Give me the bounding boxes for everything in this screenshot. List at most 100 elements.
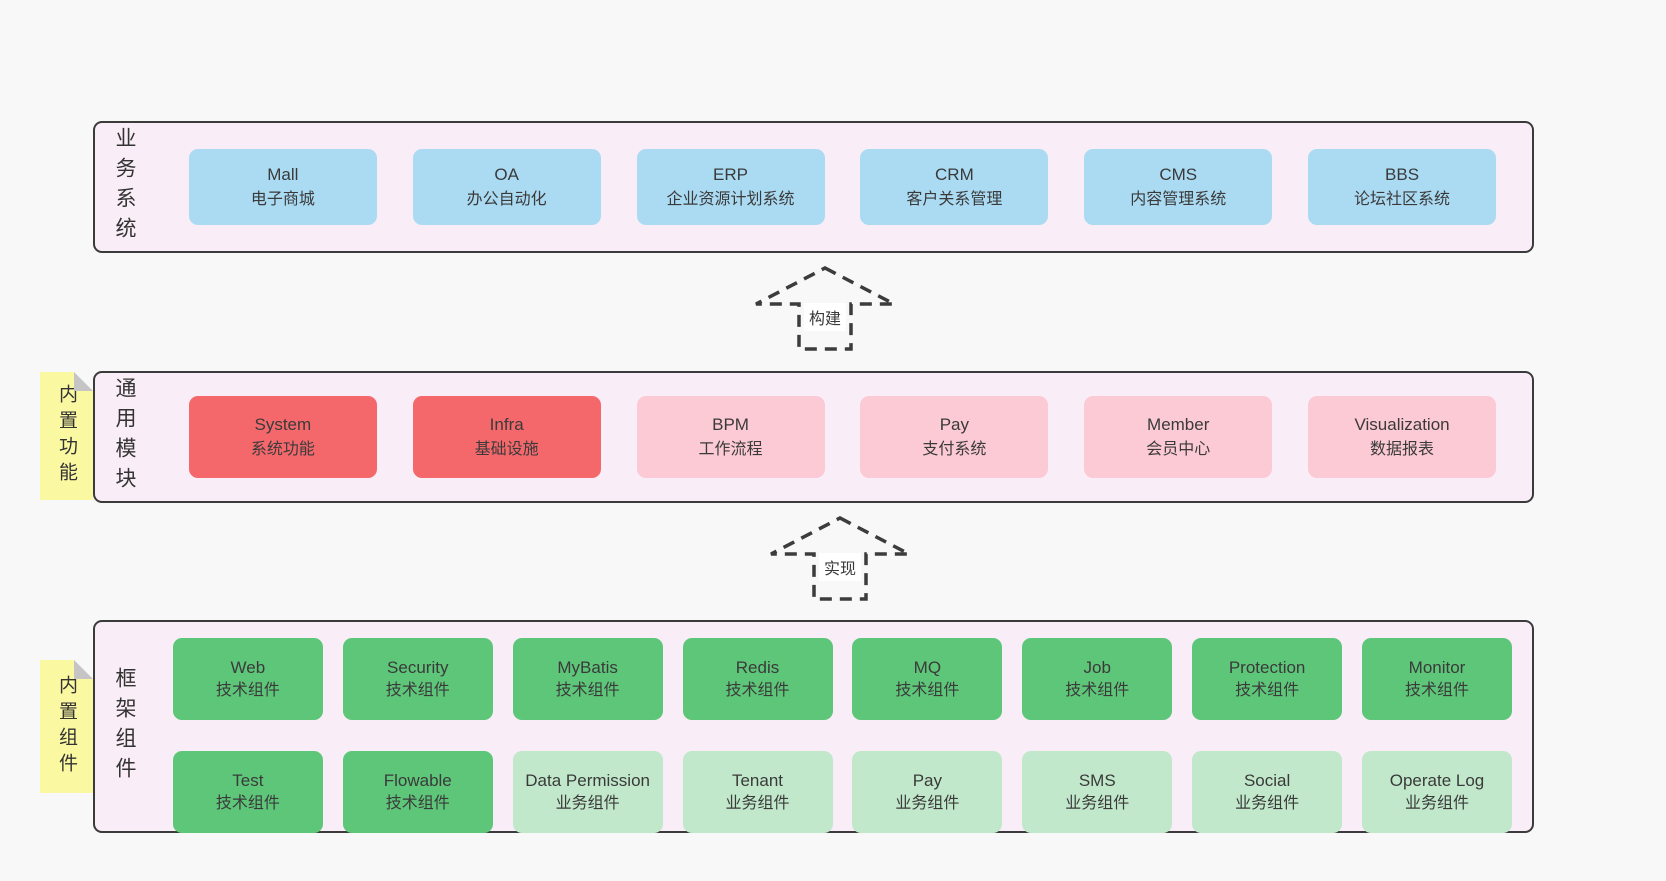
module-box-visualization: Visualization 数据报表 bbox=[1308, 396, 1497, 478]
component-box-mybatis: MyBatis 技术组件 bbox=[512, 638, 663, 720]
module-box-system: System 系统功能 bbox=[188, 396, 377, 478]
component-box-social: Social 业务组件 bbox=[1192, 751, 1343, 833]
box-title: Flowable bbox=[383, 770, 452, 790]
module-box-member: Member 会员中心 bbox=[1084, 396, 1273, 478]
box-subtitle: 基础设施 bbox=[474, 440, 539, 458]
box-subtitle: 技术组件 bbox=[1065, 681, 1130, 699]
business-box-cms: CMS 内容管理系统 bbox=[1084, 149, 1273, 225]
box-title: Web bbox=[230, 657, 266, 677]
component-box-redis: Redis 技术组件 bbox=[682, 638, 833, 720]
box-title: System bbox=[254, 415, 312, 435]
box-subtitle: 企业资源计划系统 bbox=[666, 190, 795, 208]
box-subtitle: 技术组件 bbox=[1235, 681, 1300, 699]
box-title: Pay bbox=[939, 415, 970, 435]
arrow-implement: 实现 bbox=[765, 513, 915, 603]
box-title: MyBatis bbox=[557, 657, 618, 677]
component-box-job: Job 技术组件 bbox=[1022, 638, 1173, 720]
panel-framework-components: 框架组件 Web 技术组件 Security 技术组件 MyBatis 技术组件… bbox=[93, 620, 1534, 833]
business-box-erp: ERP 企业资源计划系统 bbox=[636, 149, 825, 225]
box-subtitle: 技术组件 bbox=[1404, 681, 1469, 699]
box-subtitle: 办公自动化 bbox=[466, 190, 547, 208]
business-box-bbs: BBS 论坛社区系统 bbox=[1308, 149, 1497, 225]
business-box-crm: CRM 客户关系管理 bbox=[860, 149, 1049, 225]
box-subtitle: 业务组件 bbox=[555, 794, 620, 812]
box-subtitle: 业务组件 bbox=[895, 794, 960, 812]
components-row-1: Web 技术组件 Security 技术组件 MyBatis 技术组件 Redi… bbox=[153, 638, 1532, 720]
box-subtitle: 系统功能 bbox=[250, 440, 315, 458]
box-title: BPM bbox=[712, 415, 749, 435]
box-subtitle: 数据报表 bbox=[1370, 440, 1435, 458]
box-title: Monitor bbox=[1408, 657, 1466, 677]
box-subtitle: 业务组件 bbox=[1235, 794, 1300, 812]
component-box-mq: MQ 技术组件 bbox=[852, 638, 1003, 720]
business-boxes-row: Mall 电子商城 OA 办公自动化 ERP 企业资源计划系统 CRM 客户关系… bbox=[153, 149, 1532, 225]
box-title: Security bbox=[387, 657, 449, 677]
box-title: Data Permission bbox=[525, 770, 650, 790]
module-box-infra: Infra 基础设施 bbox=[412, 396, 601, 478]
box-subtitle: 业务组件 bbox=[1404, 794, 1469, 812]
box-title: Mall bbox=[267, 165, 299, 185]
panel-common-modules: 通用模块 System 系统功能 Infra 基础设施 BPM 工作流程 Pay… bbox=[93, 371, 1534, 503]
components-row-2: Test 技术组件 Flowable 技术组件 Data Permission … bbox=[153, 751, 1532, 833]
sticky-note-text: 内置组件 bbox=[56, 674, 77, 779]
box-subtitle: 会员中心 bbox=[1146, 440, 1211, 458]
box-title: Member bbox=[1147, 415, 1210, 435]
panel-business-label: 业务系统 bbox=[113, 127, 136, 247]
dashed-up-arrow-icon bbox=[755, 266, 895, 351]
box-subtitle: 电子商城 bbox=[250, 190, 315, 208]
box-subtitle: 技术组件 bbox=[725, 681, 790, 699]
component-box-sms: SMS 业务组件 bbox=[1022, 751, 1173, 833]
box-subtitle: 技术组件 bbox=[385, 681, 450, 699]
box-subtitle: 客户关系管理 bbox=[906, 190, 1003, 208]
component-box-pay: Pay 业务组件 bbox=[852, 751, 1003, 833]
component-box-security: Security 技术组件 bbox=[342, 638, 493, 720]
box-subtitle: 技术组件 bbox=[385, 794, 450, 812]
component-box-tenant: Tenant 业务组件 bbox=[682, 751, 833, 833]
arrow-build-label: 构建 bbox=[803, 303, 847, 331]
box-title: Protection bbox=[1228, 657, 1306, 677]
component-box-flowable: Flowable 技术组件 bbox=[342, 751, 493, 833]
box-title: CRM bbox=[935, 165, 974, 185]
components-grid: Web 技术组件 Security 技术组件 MyBatis 技术组件 Redi… bbox=[153, 638, 1532, 833]
box-title: SMS bbox=[1078, 770, 1116, 790]
modules-boxes-row: System 系统功能 Infra 基础设施 BPM 工作流程 Pay 支付系统… bbox=[153, 396, 1532, 478]
box-title: Infra bbox=[489, 415, 524, 435]
component-box-test: Test 技术组件 bbox=[172, 751, 323, 833]
box-subtitle: 技术组件 bbox=[555, 681, 620, 699]
component-box-protection: Protection 技术组件 bbox=[1192, 638, 1343, 720]
box-title: Test bbox=[232, 770, 264, 790]
box-title: Visualization bbox=[1354, 415, 1450, 435]
arrow-build: 构建 bbox=[750, 263, 900, 353]
box-subtitle: 内容管理系统 bbox=[1130, 190, 1227, 208]
box-title: OA bbox=[494, 165, 519, 185]
sticky-note-built-in-components: 内置组件 bbox=[40, 660, 93, 793]
box-title: Social bbox=[1243, 770, 1291, 790]
box-subtitle: 支付系统 bbox=[922, 440, 987, 458]
box-subtitle: 论坛社区系统 bbox=[1354, 190, 1451, 208]
box-subtitle: 技术组件 bbox=[215, 794, 280, 812]
dashed-up-arrow-icon bbox=[770, 516, 910, 601]
box-title: Job bbox=[1083, 657, 1111, 677]
box-title: Tenant bbox=[731, 770, 784, 790]
component-box-data-permission: Data Permission 业务组件 bbox=[512, 751, 663, 833]
box-subtitle: 业务组件 bbox=[725, 794, 790, 812]
box-subtitle: 工作流程 bbox=[698, 440, 763, 458]
component-box-operate-log: Operate Log 业务组件 bbox=[1362, 751, 1512, 833]
box-title: ERP bbox=[713, 165, 749, 185]
box-subtitle: 技术组件 bbox=[895, 681, 960, 699]
business-box-oa: OA 办公自动化 bbox=[412, 149, 601, 225]
panel-business-systems: 业务系统 Mall 电子商城 OA 办公自动化 ERP 企业资源计划系统 CRM… bbox=[93, 121, 1534, 253]
sticky-note-text: 内置功能 bbox=[56, 384, 77, 488]
component-box-web: Web 技术组件 bbox=[172, 638, 323, 720]
sticky-note-built-in-features: 内置功能 bbox=[40, 372, 93, 500]
box-title: CMS bbox=[1159, 165, 1198, 185]
panel-components-label: 框架组件 bbox=[113, 666, 136, 787]
box-subtitle: 技术组件 bbox=[215, 681, 280, 699]
business-box-mall: Mall 电子商城 bbox=[188, 149, 377, 225]
panel-modules-label: 通用模块 bbox=[113, 377, 136, 497]
box-title: BBS bbox=[1385, 165, 1420, 185]
module-box-pay: Pay 支付系统 bbox=[860, 396, 1049, 478]
module-box-bpm: BPM 工作流程 bbox=[636, 396, 825, 478]
arrow-implement-label: 实现 bbox=[818, 553, 862, 581]
box-title: MQ bbox=[913, 657, 942, 677]
